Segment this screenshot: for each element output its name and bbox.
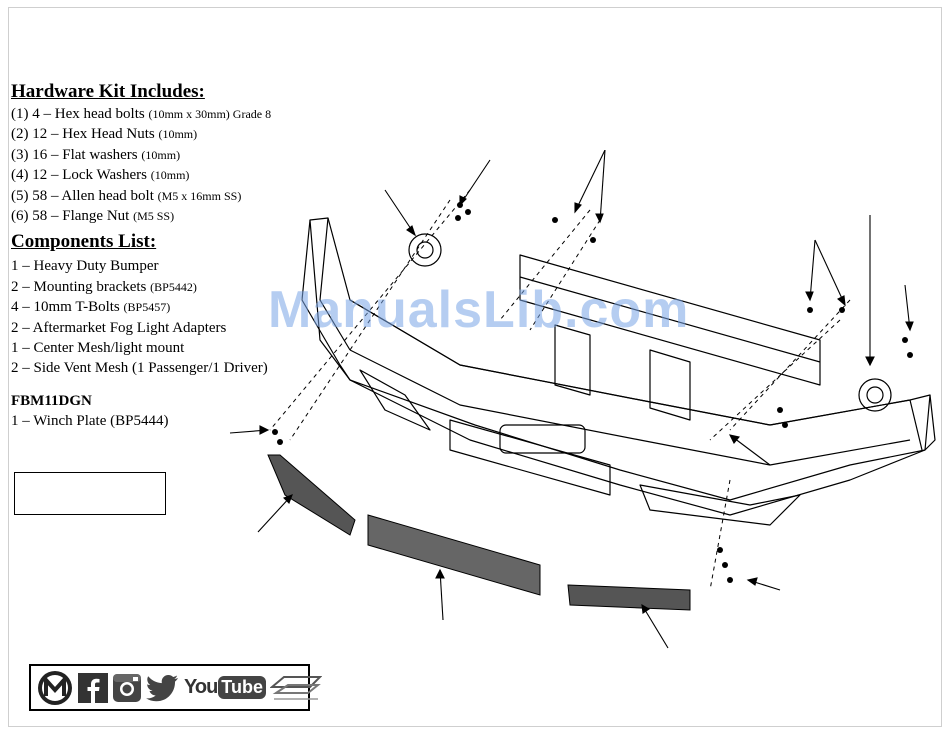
watermark-text: ManualsLib.com (268, 281, 690, 339)
social-links-bar: You Tube (29, 664, 322, 711)
components-heading: Components List: (11, 231, 157, 253)
left-mounting-bracket (554, 324, 591, 396)
left-fog-light (408, 233, 442, 267)
right-mounting-bracket (649, 349, 691, 421)
bumper-front-face (349, 299, 911, 466)
center-mesh (367, 514, 541, 596)
component-item: 2 – Side Vent Mesh (1 Passenger/1 Driver… (11, 360, 268, 377)
hardware-item: (5) 58 – Allen head bolt (M5 x 16mm SS) (11, 187, 242, 204)
hardware-list: (1) 4 – Hex head bolts (10mm x 30mm) Gra… (11, 104, 311, 226)
youtube-you-text: You (184, 676, 218, 698)
component-item: 2 – Mounting brackets (BP5442) (11, 278, 197, 295)
left-wing (301, 217, 351, 381)
vendor-logo-icon[interactable] (269, 671, 322, 705)
winch-plate (519, 254, 821, 386)
youtube-icon[interactable]: You Tube (184, 676, 266, 699)
winch-opening (499, 424, 586, 454)
model-item: 1 – Winch Plate (BP5444) (11, 413, 169, 430)
right-wing (909, 394, 936, 451)
left-vent-opening (359, 369, 431, 431)
left-side-vent-mesh (267, 454, 356, 536)
right-vent-opening (639, 484, 801, 526)
right-fog-light (858, 378, 892, 412)
instagram-icon[interactable] (112, 673, 142, 703)
facebook-icon[interactable] (78, 672, 108, 703)
blank-label-box (14, 472, 166, 515)
bumper-lower-edge (349, 379, 926, 516)
twitter-icon[interactable] (146, 673, 180, 703)
hardware-item: (4) 12 – Lock Washers (10mm) (11, 167, 190, 184)
component-item: 1 – Heavy Duty Bumper (11, 258, 159, 275)
page-frame (8, 7, 942, 727)
exploded-bumper-diagram (229, 150, 936, 649)
brand-logo-icon[interactable] (36, 669, 74, 707)
hardware-item: (3) 16 – Flat washers (10mm) (11, 146, 181, 163)
component-item: 2 – Aftermarket Fog Light Adapters (11, 319, 227, 336)
component-item: 1 – Center Mesh/light mount (11, 340, 185, 357)
right-side-vent-mesh (567, 584, 691, 611)
model-code: FBM11DGN (11, 392, 92, 409)
hardware-heading: Hardware Kit Includes: (11, 81, 205, 102)
components-list: 1 – Heavy Duty Bumper 2 – Mounting brack… (11, 256, 311, 378)
parts-list: Hardware Kit Includes: (1) 4 – Hex head … (11, 80, 311, 432)
youtube-tube-text: Tube (218, 676, 266, 699)
hardware-item: (6) 58 – Flange Nut (M5 SS) (11, 208, 175, 225)
hardware-item: (1) 4 – Hex head bolts (10mm x 30mm) Gra… (11, 106, 272, 122)
center-mesh-slot (449, 419, 611, 496)
bumper-outline (309, 217, 931, 501)
hardware-item: (2) 12 – Hex Head Nuts (10mm) (11, 126, 198, 143)
component-item: 4 – 10mm T-Bolts (BP5457) (11, 299, 171, 316)
